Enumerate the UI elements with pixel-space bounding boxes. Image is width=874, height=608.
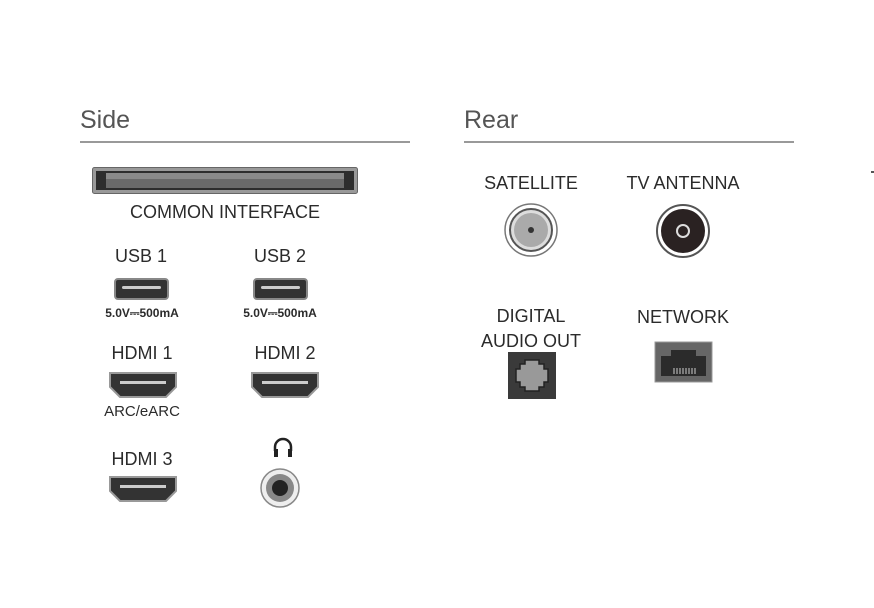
headphone-jack	[260, 468, 300, 508]
side-divider	[80, 141, 410, 143]
digital-audio-label-line2: AUDIO OUT	[480, 331, 582, 351]
hdmi3-label: HDMI 3	[111, 449, 173, 469]
common-interface-label: COMMON INTERFACE	[129, 202, 321, 222]
tv-antenna-connector	[656, 204, 710, 258]
hdmi1-port	[109, 372, 177, 398]
usb2-label: USB 2	[253, 246, 307, 266]
network-label: NETWORK	[637, 307, 729, 327]
network-port	[654, 341, 713, 383]
usb1-label: USB 1	[114, 246, 168, 266]
usb1-spec: 5.0V⎓500mA	[105, 306, 179, 320]
usb2-port	[253, 278, 308, 300]
hdmi1-arc-note: ARC/eARC	[104, 403, 180, 420]
tv-antenna-label: TV ANTENNA	[626, 173, 740, 193]
edge-mark	[871, 171, 874, 173]
digital-audio-out-port	[508, 352, 556, 399]
rear-heading: Rear	[464, 106, 519, 134]
hdmi2-label: HDMI 2	[254, 343, 316, 363]
hdmi1-label: HDMI 1	[111, 343, 173, 363]
satellite-label: SATELLITE	[484, 173, 578, 193]
hdmi2-port	[251, 372, 319, 398]
headphones-icon	[273, 437, 293, 457]
common-interface-slot	[92, 167, 358, 194]
digital-audio-label-line1: DIGITAL	[496, 306, 566, 326]
usb2-spec: 5.0V⎓500mA	[243, 306, 317, 320]
hdmi3-port	[109, 476, 177, 502]
rear-divider	[464, 141, 794, 143]
satellite-connector	[504, 203, 558, 257]
usb1-port	[114, 278, 169, 300]
side-heading: Side	[80, 106, 131, 134]
